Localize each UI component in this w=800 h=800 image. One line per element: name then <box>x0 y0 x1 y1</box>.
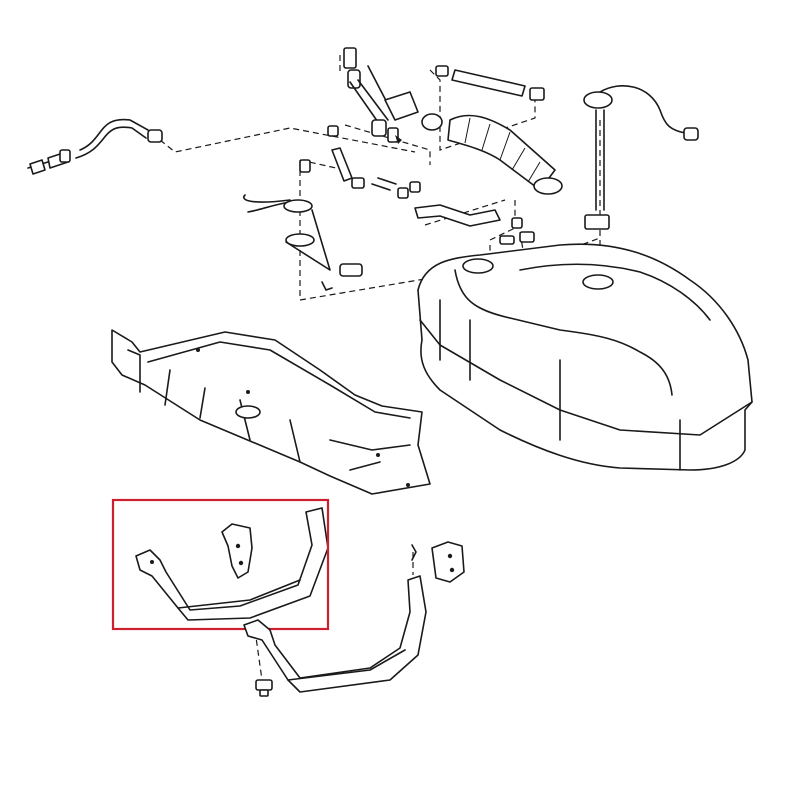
highlight-box <box>111 498 330 631</box>
fuel-tank-band-lower <box>243 541 465 697</box>
filler-hose <box>447 114 563 195</box>
fuel-sender-gauge-right <box>583 84 699 287</box>
tank-protector-plate <box>111 329 431 495</box>
left-fuel-hose <box>27 118 163 175</box>
fuel-pump-assembly <box>343 47 443 144</box>
fuel-lines-center <box>327 125 535 245</box>
fuel-sender-gauge-left <box>243 159 363 291</box>
breather-hose <box>435 65 545 101</box>
highlighted-fuel-tank-band <box>135 507 329 621</box>
fuel-tank <box>417 243 753 471</box>
